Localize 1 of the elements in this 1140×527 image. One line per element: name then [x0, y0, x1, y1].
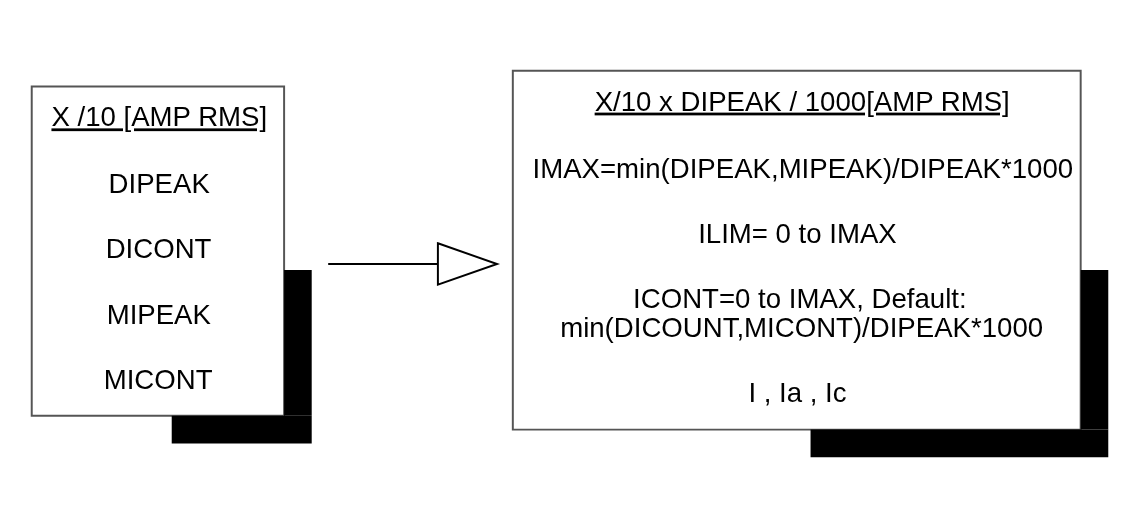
- arrow: [327, 241, 501, 286]
